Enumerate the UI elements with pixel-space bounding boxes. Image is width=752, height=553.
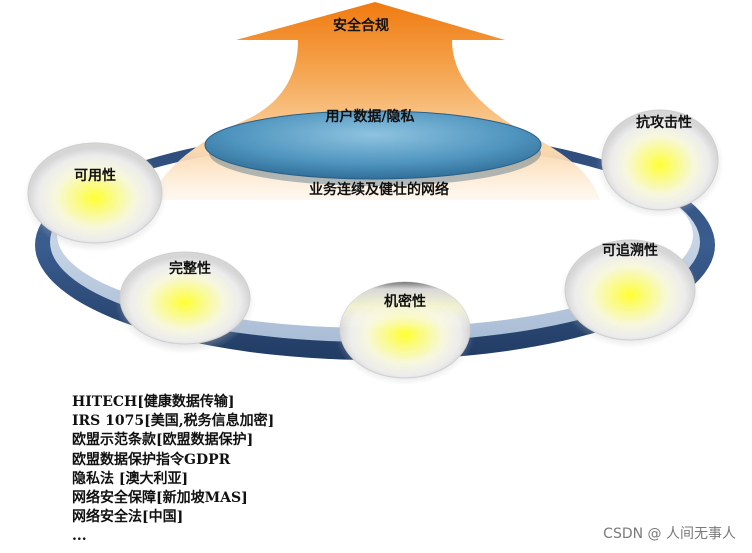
regulations-list: HITECH[健康数据传输] IRS 1075[美国,税务信息加密] 欧盟示范条… <box>72 393 274 547</box>
node-traceability <box>560 238 700 348</box>
regulation-item: 欧盟示范条款[欧盟数据保护] <box>72 432 254 449</box>
user-data-disc <box>204 110 542 186</box>
regulation-item: 网络安全法[中国] <box>72 509 184 526</box>
center-label: 用户数据/隐私 <box>325 109 415 125</box>
node-confidentiality <box>335 281 475 385</box>
watermark: CSDN @ 人间无事人 <box>603 526 736 542</box>
node-label-integrity: 完整性 <box>169 261 211 277</box>
node-label-confidentiality: 机密性 <box>384 294 426 310</box>
regulation-item: 隐私法 [澳大利亚] <box>72 470 189 487</box>
regulation-item: ... <box>72 528 87 545</box>
node-integrity <box>115 250 255 354</box>
base-label: 业务连续及健壮的网络 <box>309 182 449 198</box>
regulation-item: HITECH[健康数据传输] <box>72 394 235 410</box>
top-arrow-label: 安全合规 <box>333 18 389 34</box>
regulation-item: 欧盟数据保护指令GDPR <box>72 451 231 468</box>
node-label-availability: 可用性 <box>74 168 116 184</box>
node-label-attack-resistance: 抗攻击性 <box>636 115 692 131</box>
regulation-item: IRS 1075[美国,税务信息加密] <box>72 413 275 430</box>
node-availability <box>23 140 167 252</box>
regulation-item: 网络安全保障[新加坡MAS] <box>72 490 248 507</box>
node-label-traceability: 可追溯性 <box>602 243 658 259</box>
node-attack-resistance <box>596 108 724 218</box>
